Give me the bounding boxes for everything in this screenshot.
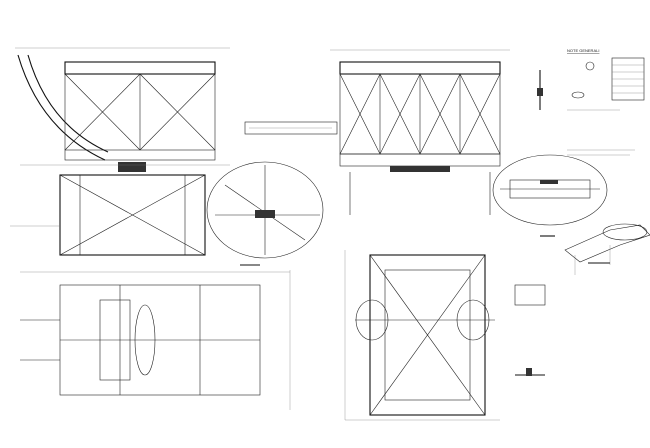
- elevation-view-left: [15, 47, 230, 172]
- general-notes: NOTE GENERALI: [537, 48, 645, 156]
- notes-title: NOTE GENERALI: [567, 48, 599, 53]
- plan-view-center: [344, 250, 500, 421]
- isometric-view: [540, 223, 650, 275]
- small-details: [514, 284, 546, 376]
- detail-ellipse-1: [206, 161, 324, 266]
- plan-view-left: [20, 270, 291, 410]
- section-view-base: [10, 174, 206, 256]
- detail-ellipse-2: [492, 154, 608, 226]
- elevation-view-right: [330, 49, 510, 215]
- note-box: [244, 121, 338, 135]
